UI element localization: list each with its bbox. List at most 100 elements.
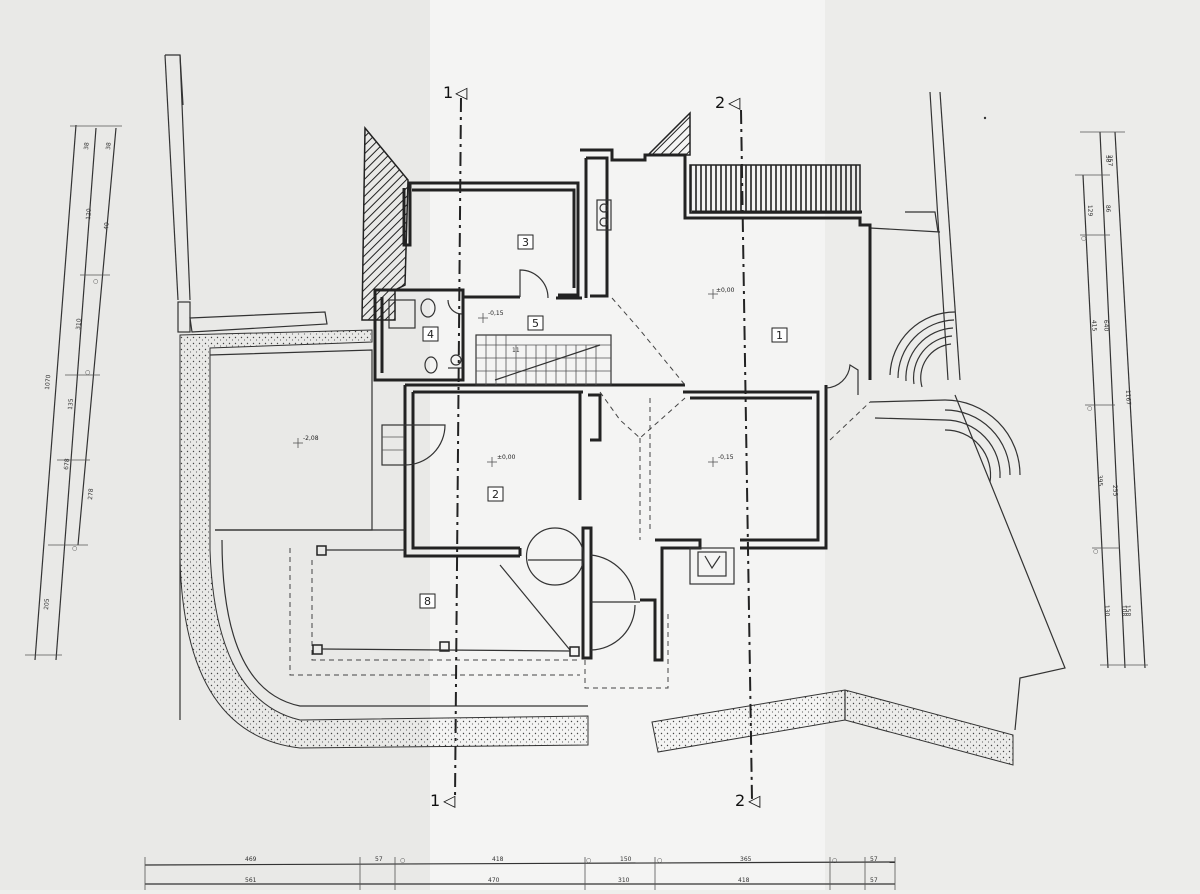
room-tag-1: 1 — [771, 327, 788, 343]
level-mark-terrace: -2,08 — [293, 435, 319, 448]
svg-text:○: ○ — [657, 857, 662, 864]
svg-text:±0,00: ±0,00 — [716, 287, 735, 294]
left-dim-6: 135 — [67, 398, 75, 410]
section-marker-bottom-1: 1 — [430, 791, 440, 810]
left-dim-7: 278 — [87, 488, 95, 500]
right-dim-overall: 1167 — [1124, 390, 1132, 406]
lower-terrace — [179, 329, 589, 749]
left-dim-8: 205 — [43, 598, 51, 610]
left-dim-4: 120 — [85, 208, 93, 220]
kitchen-fixtures — [596, 199, 612, 231]
bottom-dim-9: 310 — [618, 877, 630, 884]
section-marker-top-1: 1 — [443, 83, 453, 102]
bottom-dim-2: 57 — [375, 856, 383, 863]
section-marker-top-2: 2 — [715, 93, 725, 112]
left-dim-3: 38 — [83, 142, 91, 150]
right-dim-11: 86 — [1104, 205, 1111, 213]
svg-text:-0,15: -0,15 — [488, 310, 504, 317]
section-axes — [454, 97, 753, 801]
curved-garden-steps — [869, 311, 1021, 483]
house-walls — [373, 148, 872, 662]
level-marks: ±0,00 -0,15 -2,08 ±0,00 -0,15 — [293, 287, 735, 467]
bottom-dim-3: 418 — [492, 856, 504, 863]
svg-text:○: ○ — [1093, 548, 1098, 555]
door-swings — [381, 269, 859, 651]
svg-text:-2,08: -2,08 — [303, 435, 319, 442]
bottom-dim-6: 57 — [870, 856, 878, 863]
svg-text:◁: ◁ — [727, 93, 741, 112]
bottom-dimension-chain: 469 57 418 150 365 57 561 470 310 418 57… — [144, 856, 896, 890]
svg-text:8: 8 — [424, 595, 431, 608]
room-tags: 1 2 3 4 5 8 — [419, 234, 788, 609]
svg-text:○: ○ — [1081, 235, 1086, 242]
left-boundary-wall — [164, 54, 328, 333]
left-dim-10: 40 — [103, 222, 111, 230]
svg-text:○: ○ — [72, 545, 77, 552]
section-axis-1 — [454, 97, 462, 801]
chimney — [689, 547, 735, 585]
svg-text:◁: ◁ — [747, 791, 761, 810]
svg-text:4: 4 — [427, 328, 434, 341]
top-exterior-stair — [689, 164, 861, 214]
section-marker-bottom-2: 2 — [735, 791, 745, 810]
svg-text:○: ○ — [85, 369, 90, 376]
bottom-dim-4: 150 — [620, 856, 632, 863]
svg-text:○: ○ — [93, 278, 98, 285]
svg-text:○: ○ — [832, 857, 837, 864]
right-dim-12: 158 — [1124, 605, 1132, 617]
right-dim-10: 257 — [1106, 155, 1114, 167]
svg-text:2: 2 — [492, 488, 499, 501]
bottom-dim-5: 365 — [740, 856, 752, 863]
paper-center-panel — [430, 0, 825, 890]
bottom-dim-11: 57 — [870, 877, 878, 884]
bathroom-fixtures — [388, 298, 463, 374]
left-dim-overall: 1070 — [44, 374, 52, 390]
right-dim-5: 130 — [1103, 605, 1111, 617]
svg-text:5: 5 — [532, 317, 539, 330]
svg-text:◁: ◁ — [454, 83, 468, 102]
level-mark-right-room: -0,15 — [708, 454, 734, 467]
section-markers: 1 ◁ 2 ◁ 1 ◁ 2 ◁ — [430, 83, 761, 810]
level-mark-room-2: ±0,00 — [487, 454, 516, 467]
left-dimension-chain: 1070 678 38 120 310 135 278 205 38 40 ○ … — [25, 124, 122, 661]
bottom-dim-8: 470 — [488, 877, 500, 884]
bottom-dim-1: 469 — [245, 856, 257, 863]
svg-text:○: ○ — [1087, 405, 1092, 412]
left-dim-2: 678 — [63, 458, 71, 470]
level-mark-hall: -0,15 — [478, 310, 504, 323]
left-dim-5: 310 — [75, 318, 83, 330]
right-dim-3: 415 — [1090, 320, 1098, 332]
left-dim-9: 38 — [105, 142, 113, 150]
right-dimension-chain: 38 129 415 395 130 108 255 1167 640 257 … — [1075, 131, 1148, 669]
right-dim-6: 108 — [1120, 605, 1128, 617]
stray-mark — [983, 116, 987, 120]
svg-text:-0,15: -0,15 — [718, 454, 734, 461]
room-tag-2: 2 — [487, 486, 504, 502]
svg-text:◁: ◁ — [442, 791, 456, 810]
right-dim-7: 255 — [1111, 485, 1119, 497]
right-boundary-wall — [869, 91, 1066, 731]
svg-text:○: ○ — [586, 857, 591, 864]
svg-text:±0,00: ±0,00 — [497, 454, 516, 461]
stair-step-count: 11 — [512, 347, 520, 354]
room-tag-8: 8 — [419, 593, 436, 609]
bottom-dim-7: 561 — [245, 877, 257, 884]
right-dim-9: 640 — [1102, 320, 1110, 332]
pergola — [312, 545, 580, 657]
svg-text:3: 3 — [522, 236, 529, 249]
bottom-dim-10: 418 — [738, 877, 750, 884]
right-dim-4: 395 — [1096, 475, 1104, 487]
right-dim-1: 38 — [1104, 155, 1111, 163]
room-tag-5: 5 — [527, 315, 544, 331]
right-dim-2: 129 — [1086, 205, 1094, 217]
level-mark-room-1: ±0,00 — [708, 287, 735, 299]
svg-text:1: 1 — [776, 329, 783, 342]
interior-stair: 11 — [475, 334, 612, 386]
room-tag-3: 3 — [517, 234, 534, 250]
room-tag-4: 4 — [422, 326, 439, 342]
svg-text:○: ○ — [400, 857, 405, 864]
dashed-outlines — [289, 297, 871, 689]
section-axis-2 — [740, 109, 753, 801]
